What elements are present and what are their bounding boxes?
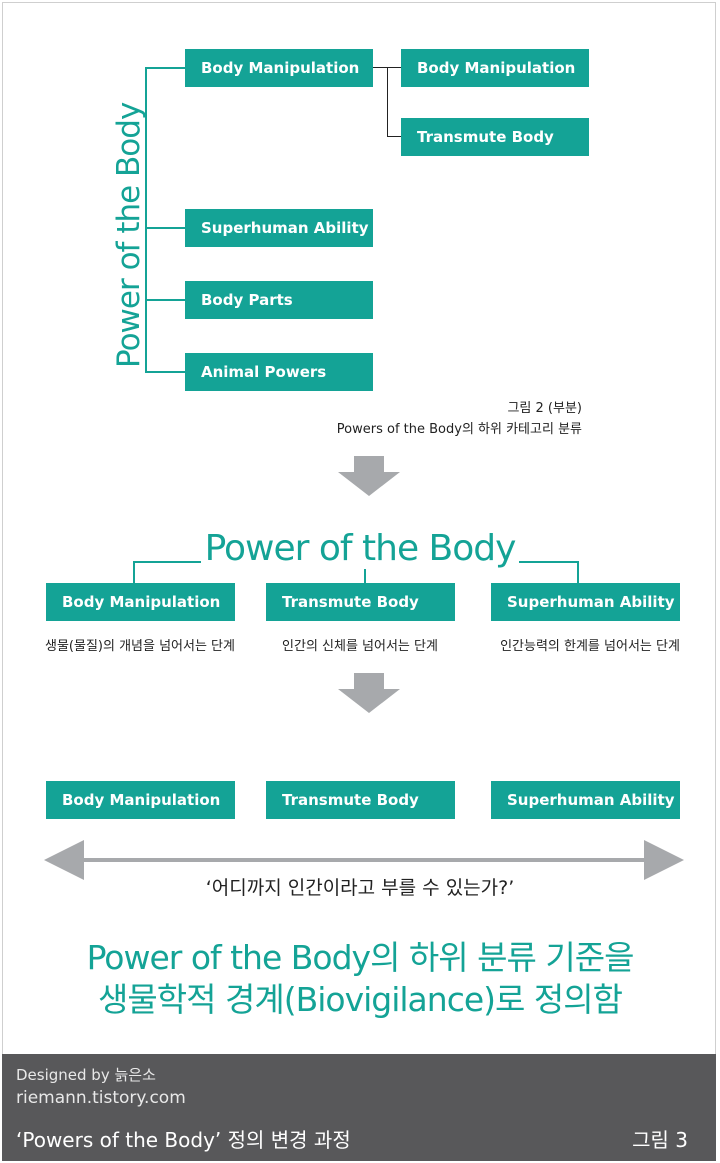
footer-title: ‘Powers of the Body’ 정의 변경 과정: [16, 1128, 351, 1152]
middle-box-body-manipulation: Body Manipulation: [46, 583, 235, 621]
question-text: ‘어디까지 인간이라고 부를 수 있는가?’: [205, 877, 515, 899]
connector-line: [387, 136, 401, 137]
subcategory-transmute-body: Transmute Body: [401, 118, 589, 156]
branch-line: [145, 227, 185, 229]
vertical-connector: [364, 561, 366, 583]
category-superhuman-ability: Superhuman Ability: [185, 209, 373, 247]
subcategory-body-manipulation: Body Manipulation: [401, 49, 589, 87]
category-animal-powers: Animal Powers: [185, 353, 373, 391]
conclusion-line-2: 생물학적 경계(Biovigilance)로 정의함: [98, 980, 623, 1019]
bottom-box-transmute-body: Transmute Body: [266, 781, 455, 819]
connector-line: [387, 67, 388, 137]
conclusion-line-1: Power of the Body의 하위 분류 기준을: [86, 938, 635, 977]
footer-bar: Designed by 늙은소 riemann.tistory.com ‘Pow…: [2, 1054, 716, 1161]
down-arrow-icon: [338, 673, 400, 713]
bottom-box-superhuman-ability: Superhuman Ability: [491, 781, 680, 819]
down-arrow-icon: [338, 456, 400, 496]
figure-label: 그림 3: [632, 1128, 688, 1152]
branch-line: [145, 371, 185, 373]
figure-caption-text: Powers of the Body의 하위 카테고리 분류: [336, 422, 582, 437]
bottom-box-body-manipulation: Body Manipulation: [46, 781, 235, 819]
vertical-connector: [133, 561, 135, 583]
designer-credit: Designed by 늙은소: [16, 1066, 156, 1084]
category-body-manipulation: Body Manipulation: [185, 49, 373, 87]
branch-line: [145, 67, 185, 69]
site-url: riemann.tistory.com: [16, 1088, 186, 1108]
middle-box-transmute-body: Transmute Body: [266, 583, 455, 621]
branch-line: [145, 299, 185, 301]
category-body-parts: Body Parts: [185, 281, 373, 319]
figure-caption-label: 그림 2 (부분): [507, 401, 582, 416]
middle-box-superhuman-ability: Superhuman Ability: [491, 583, 680, 621]
middle-description: 인간의 신체를 넘어서는 단계: [282, 639, 438, 654]
middle-description: 생물(물질)의 개념을 넘어서는 단계: [45, 639, 235, 654]
middle-title: Power of the Body: [0, 528, 720, 570]
vertical-connector: [577, 561, 579, 583]
middle-description: 인간능력의 한계를 넘어서는 단계: [500, 639, 680, 654]
double-arrow-icon: [44, 840, 684, 880]
tree-trunk-line: [145, 67, 147, 373]
